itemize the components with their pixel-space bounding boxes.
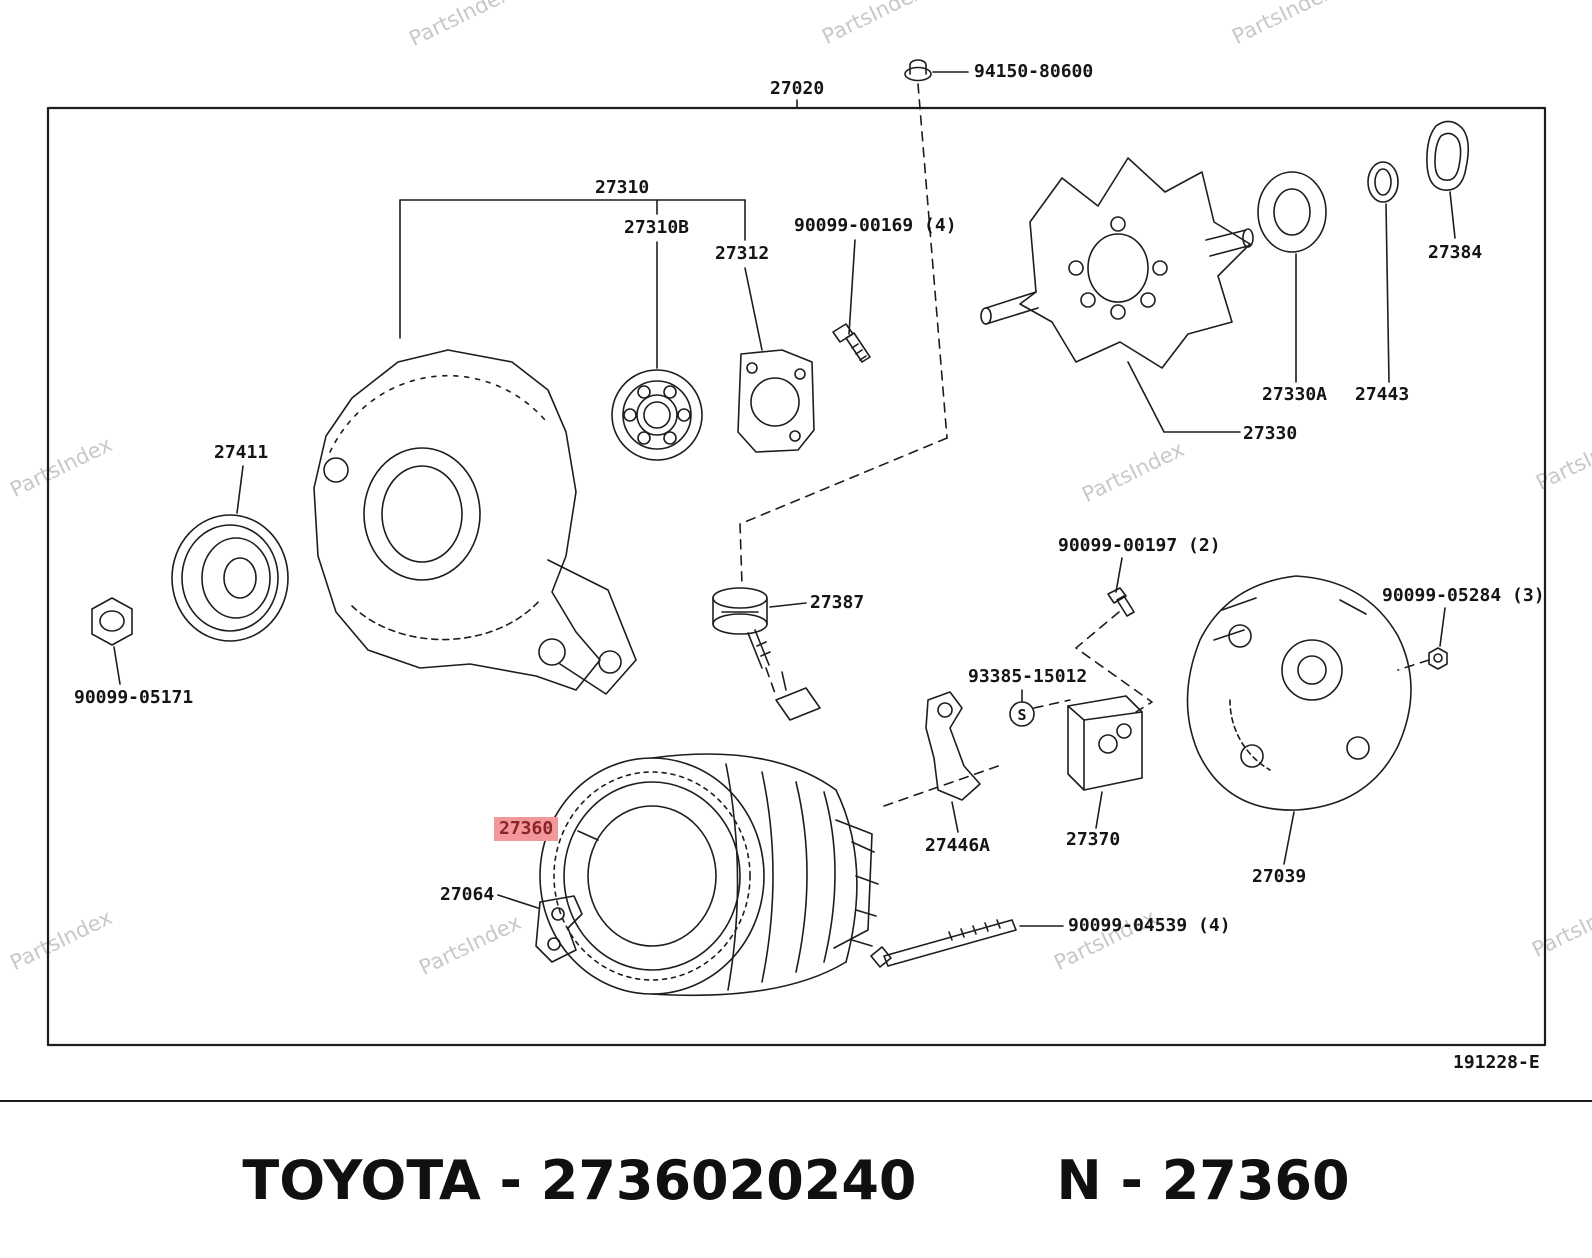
part-label-27064[interactable]: 27064 xyxy=(440,884,495,905)
part-label-93385-15012[interactable]: 93385-15012 xyxy=(968,666,1088,687)
grommet-27384-drawing xyxy=(1426,120,1470,239)
bolt-90099-00197-drawing xyxy=(1107,557,1135,617)
part-label-27384[interactable]: 27384 xyxy=(1428,242,1483,263)
part-label-90099-05284[interactable]: 90099-05284 (3) xyxy=(1382,585,1545,606)
lever-27446a-drawing xyxy=(925,691,981,833)
part-label-27330a[interactable]: 27330A xyxy=(1262,384,1328,405)
part-label-27411[interactable]: 27411 xyxy=(214,442,269,463)
footer-caption: TOYOTA - 2736020240 N - 27360 xyxy=(0,1102,1592,1258)
terminal-27064-drawing xyxy=(497,894,583,963)
front-bracket-drawing xyxy=(313,349,637,695)
part-label-90099-05171[interactable]: 90099-05171 xyxy=(74,687,194,708)
diagram-code: 191228-E xyxy=(1453,1052,1540,1073)
nut-90099-05171-drawing xyxy=(91,597,133,685)
part-label-90099-04539[interactable]: 90099-04539 (4) xyxy=(1068,915,1231,936)
bearing-27310b-drawing xyxy=(611,369,703,461)
part-label-27446a[interactable]: 27446A xyxy=(925,835,991,856)
part-label-27020[interactable]: 27020 xyxy=(770,78,825,99)
rear-cover-27039-drawing xyxy=(1186,575,1412,865)
part-label-27330[interactable]: 27330 xyxy=(1243,423,1298,444)
part-label-27370[interactable]: 27370 xyxy=(1066,829,1121,850)
dashed-assembly-axes xyxy=(739,83,1430,807)
bolt-90099-00169-drawing xyxy=(832,323,871,363)
slip-ring-27387-drawing xyxy=(712,587,807,669)
retainer-plate-27312-drawing xyxy=(737,349,815,453)
part-label-90099-00197[interactable]: 90099-00197 (2) xyxy=(1058,535,1221,556)
bearing-27330a-drawing xyxy=(1257,171,1327,253)
part-label-94150-80600[interactable]: 94150-80600 xyxy=(974,61,1094,82)
bolt-94150-80600-drawing xyxy=(904,59,969,82)
part-label-27387[interactable]: 27387 xyxy=(810,592,865,613)
part-label-27310[interactable]: 27310 xyxy=(595,177,650,198)
pulley-27411-drawing xyxy=(171,465,289,642)
footer-divider xyxy=(0,1100,1592,1102)
part-label-27312[interactable]: 27312 xyxy=(715,243,770,264)
diagram-border xyxy=(46,106,1547,1047)
part-label-27039[interactable]: 27039 xyxy=(1252,866,1307,887)
part-label-27310b[interactable]: 27310B xyxy=(624,217,690,238)
part-label-27360-highlighted[interactable]: 27360 xyxy=(494,817,559,841)
brush-holder-27370-drawing xyxy=(1067,695,1143,829)
s-marker-drawing xyxy=(1009,689,1035,727)
bolt-90099-04539-drawing xyxy=(870,919,1064,968)
rotor-27330-drawing xyxy=(980,157,1254,369)
s-marker-letter: S xyxy=(1017,706,1026,724)
ring-27443-drawing xyxy=(1367,161,1399,203)
nut-90099-05284-drawing xyxy=(1428,607,1448,670)
footer-brand-part-number: TOYOTA - 2736020240 xyxy=(242,1148,917,1212)
callout-lines-27310 xyxy=(399,199,856,369)
stator-27360-drawing xyxy=(539,671,879,997)
footer-part-reference: N - 27360 xyxy=(1056,1148,1350,1212)
part-label-90099-00169[interactable]: 90099-00169 (4) xyxy=(794,215,957,236)
callout-lines-27330-group xyxy=(1127,203,1390,433)
part-label-27443[interactable]: 27443 xyxy=(1355,384,1410,405)
